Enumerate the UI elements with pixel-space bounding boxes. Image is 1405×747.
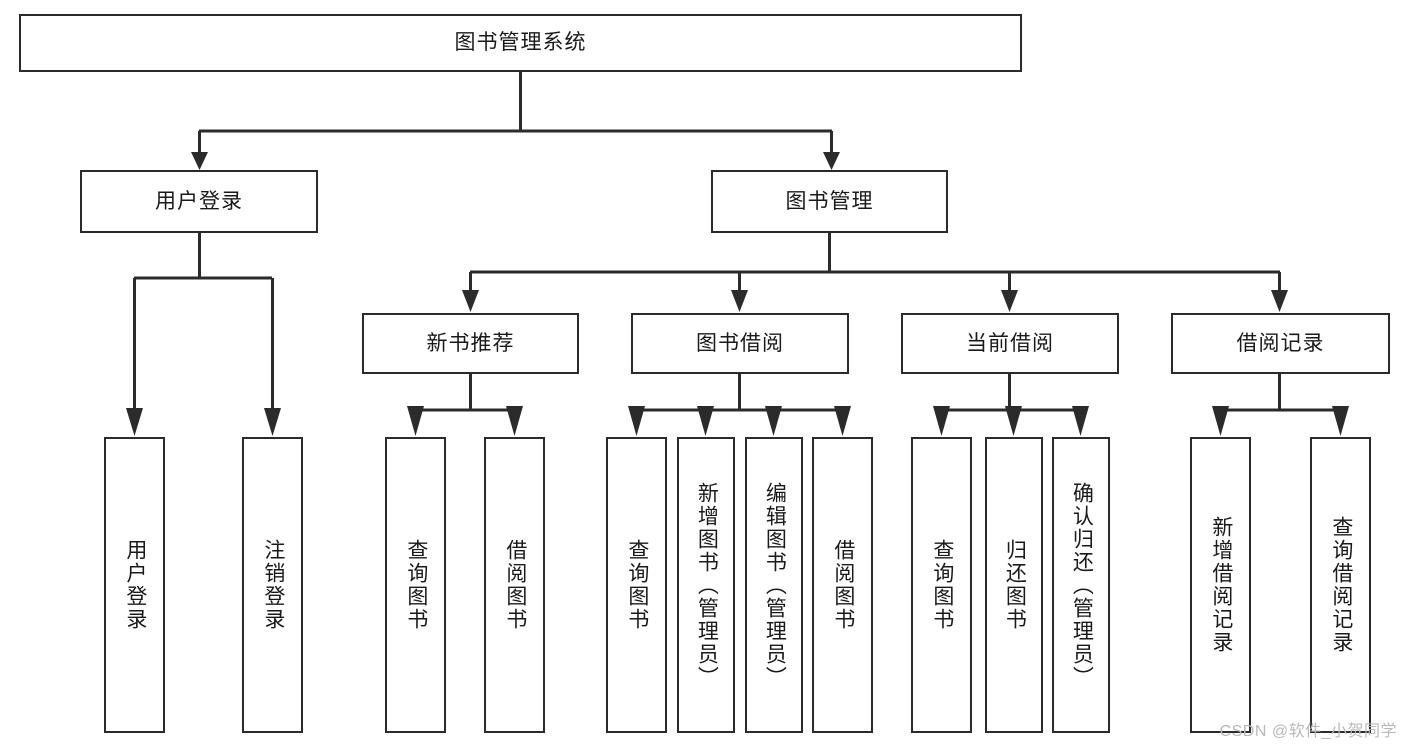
node-leaf-user-login[interactable]: 用户登录 bbox=[104, 437, 165, 733]
node-root-system[interactable]: 图书管理系统 bbox=[19, 14, 1022, 72]
node-leaf-return-book-label: 归还图书 bbox=[1003, 539, 1027, 631]
arrowhead-leaf-query-book-cur bbox=[933, 406, 950, 436]
arrowhead-leaf-user-logout bbox=[264, 408, 281, 436]
arrowhead-leaf-edit-book bbox=[765, 406, 782, 436]
arrowhead-group bbox=[126, 152, 1349, 436]
node-book-borrow[interactable]: 图书借阅 bbox=[631, 313, 849, 374]
node-leaf-add-borrow-rec-label: 新增借阅记录 bbox=[1209, 516, 1233, 654]
arrowhead-leaf-confirm-return bbox=[1072, 406, 1089, 436]
node-leaf-borrow-book[interactable]: 借阅图书 bbox=[812, 437, 873, 733]
arrowhead-newbook bbox=[462, 290, 479, 312]
csdn-watermark: CSDN @软件_小贺同学 bbox=[1219, 723, 1397, 740]
node-leaf-query-book-cur[interactable]: 查询图书 bbox=[911, 437, 972, 733]
node-leaf-query-borrow-rec-label: 查询借阅记录 bbox=[1329, 516, 1353, 654]
node-leaf-user-logout[interactable]: 注销登录 bbox=[242, 437, 303, 733]
arrowhead-leaf-borrow-book-rec bbox=[506, 406, 523, 436]
node-leaf-confirm-return-label: 确认归还（管理员） bbox=[1070, 481, 1094, 689]
arrowhead-leaf-return-book bbox=[1005, 406, 1022, 436]
node-leaf-query-book-cur-label: 查询图书 bbox=[930, 539, 954, 631]
node-borrow-record-label: 借阅记录 bbox=[1236, 331, 1325, 355]
node-book-manage-label: 图书管理 bbox=[785, 189, 874, 213]
node-leaf-add-borrow-rec[interactable]: 新增借阅记录 bbox=[1190, 437, 1251, 733]
node-leaf-add-book-label: 新增图书（管理员） bbox=[695, 481, 719, 689]
arrowhead-user-login bbox=[191, 152, 208, 170]
node-leaf-user-login-label: 用户登录 bbox=[123, 539, 147, 631]
node-user-login[interactable]: 用户登录 bbox=[80, 170, 318, 233]
node-leaf-borrow-book-label: 借阅图书 bbox=[831, 539, 855, 631]
arrowhead-leaf-query-borrow-rec bbox=[1332, 406, 1349, 436]
node-leaf-confirm-return[interactable]: 确认归还（管理员） bbox=[1052, 437, 1110, 733]
arrowhead-borrowrecord bbox=[1271, 290, 1288, 312]
arrowhead-leaf-add-borrow-rec bbox=[1212, 406, 1229, 436]
node-leaf-user-logout-label: 注销登录 bbox=[261, 539, 285, 631]
node-leaf-query-borrow-rec[interactable]: 查询借阅记录 bbox=[1310, 437, 1371, 733]
arrowhead-leaf-add-book bbox=[697, 406, 714, 436]
node-current-borrow-label: 当前借阅 bbox=[966, 331, 1054, 355]
arrowhead-leaf-query-book bbox=[628, 406, 645, 436]
node-current-borrow[interactable]: 当前借阅 bbox=[901, 313, 1119, 374]
node-new-book-rec-label: 新书推荐 bbox=[426, 331, 515, 355]
node-leaf-add-book[interactable]: 新增图书（管理员） bbox=[677, 437, 735, 733]
node-leaf-query-book-label: 查询图书 bbox=[625, 539, 649, 631]
node-new-book-rec[interactable]: 新书推荐 bbox=[362, 313, 579, 374]
arrowhead-leaf-borrow-book bbox=[834, 406, 851, 436]
arrowhead-bookborrow bbox=[731, 290, 748, 312]
node-book-borrow-label: 图书借阅 bbox=[696, 331, 784, 355]
node-leaf-edit-book-label: 编辑图书（管理员） bbox=[763, 481, 787, 689]
node-leaf-borrow-book-rec-label: 借阅图书 bbox=[503, 539, 527, 631]
node-leaf-return-book[interactable]: 归还图书 bbox=[985, 437, 1043, 733]
node-leaf-query-book-rec[interactable]: 查询图书 bbox=[385, 437, 446, 733]
arrowhead-currentborrow bbox=[1001, 290, 1018, 312]
node-leaf-query-book-rec-label: 查询图书 bbox=[404, 539, 428, 631]
arrowhead-leaf-user-login bbox=[126, 408, 143, 436]
node-book-manage[interactable]: 图书管理 bbox=[711, 170, 948, 233]
node-root-system-label: 图书管理系统 bbox=[454, 31, 587, 55]
node-borrow-record[interactable]: 借阅记录 bbox=[1171, 313, 1390, 374]
node-leaf-borrow-book-rec[interactable]: 借阅图书 bbox=[484, 437, 545, 733]
node-leaf-edit-book[interactable]: 编辑图书（管理员） bbox=[745, 437, 803, 733]
node-leaf-query-book[interactable]: 查询图书 bbox=[606, 437, 667, 733]
arrowhead-leaf-query-book-rec bbox=[407, 406, 424, 436]
arrowhead-book-manage bbox=[823, 152, 840, 170]
node-user-login-label: 用户登录 bbox=[155, 189, 243, 213]
